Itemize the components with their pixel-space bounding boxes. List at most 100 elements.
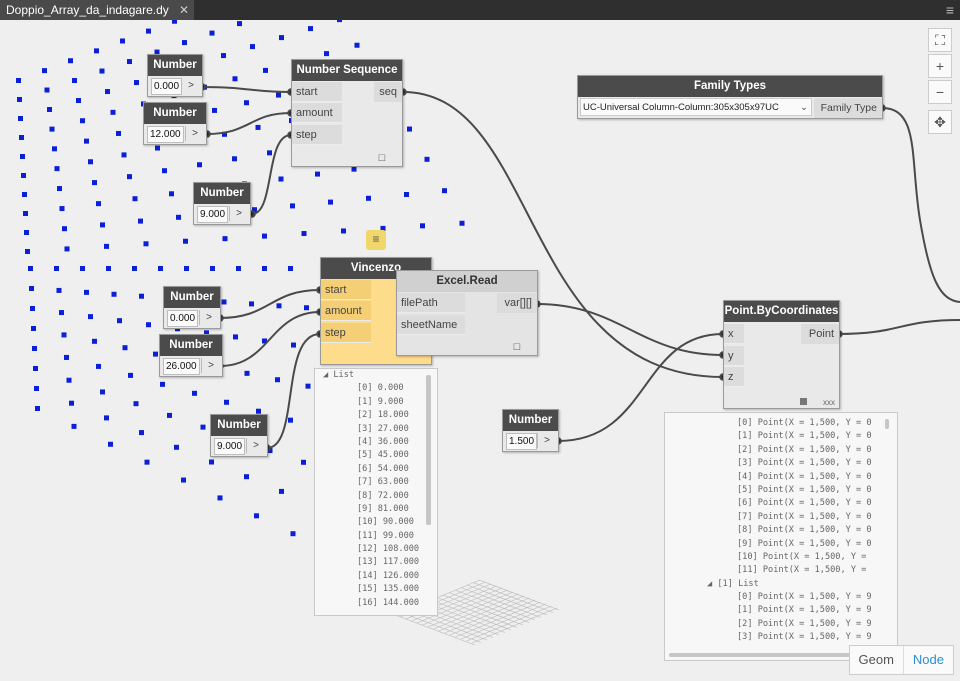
number-output-arrow[interactable]: > (229, 206, 248, 221)
number-input[interactable]: 26.000 (163, 358, 200, 375)
point-dot (59, 206, 65, 212)
point-dot (262, 266, 267, 271)
output-port-var[interactable]: var[][] (497, 293, 537, 313)
node-toggle-button[interactable]: Node (902, 646, 953, 674)
preview-toggle-icon[interactable]: ☐ (377, 153, 386, 163)
collapse-triangle-icon[interactable]: ◢ (323, 370, 329, 380)
node-title: Number (164, 287, 220, 308)
point-dot (66, 377, 72, 383)
node-title: Number (194, 183, 250, 204)
output-port-seq[interactable]: seq (374, 82, 402, 102)
number-input[interactable]: 9.000 (197, 206, 228, 223)
input-port-start[interactable]: start (321, 280, 371, 300)
excel-read-node[interactable]: Excel.Read filePath sheetName var[][] ☐ (396, 270, 538, 356)
preview-toggle-icon[interactable] (800, 398, 807, 405)
number-sequence-node[interactable]: Number Sequence start amount step seq ☐ (291, 59, 403, 167)
output-port-family-type[interactable]: Family Type (814, 98, 882, 118)
point-dot (172, 20, 177, 24)
input-port-z[interactable]: z (724, 367, 744, 387)
number-node-1[interactable]: Number 0.000> (147, 54, 203, 97)
input-port-step[interactable]: step (321, 323, 371, 343)
fit-view-button[interactable]: ⛶ (928, 28, 952, 52)
number-output-arrow[interactable]: > (246, 438, 265, 453)
input-port-amount[interactable]: amount (292, 103, 342, 123)
note-icon[interactable]: ≡ (366, 230, 386, 250)
wire-number5-amount (219, 311, 321, 367)
point-dot (209, 30, 215, 36)
point-preview-panel[interactable]: [0] Point(X = 1,500, Y = 0[1] Point(X = … (664, 412, 898, 661)
number-output-arrow[interactable]: > (537, 433, 556, 448)
list-scrollbar[interactable] (426, 375, 431, 525)
point-dot (212, 107, 217, 113)
zoom-in-button[interactable]: + (928, 54, 952, 78)
point-dot (133, 401, 139, 407)
list-item: [0] 0.000 (357, 383, 404, 394)
input-port-y[interactable]: y (724, 346, 744, 366)
number-input[interactable]: 0.000 (151, 78, 182, 95)
point-dot (305, 383, 311, 389)
graph-canvas[interactable]: ⛶ + − ✥ Number 0.000> Number 12.000> Num… (0, 20, 960, 681)
sublist-header-label: [1] List (717, 578, 759, 589)
node-title: Excel.Read (397, 271, 537, 292)
point-dot (96, 363, 101, 369)
wire-number6-step (266, 333, 321, 449)
input-port-step[interactable]: step (292, 125, 342, 145)
family-types-node[interactable]: Family Types UC-Universal Column-Column:… (577, 75, 883, 119)
point-scrollbar-horizontal[interactable] (669, 653, 875, 657)
point-dot (128, 372, 133, 378)
pan-button[interactable]: ✥ (928, 110, 952, 134)
list-item: [6] 54.000 (357, 463, 409, 474)
input-port-start[interactable]: start (292, 82, 342, 102)
point-dot (108, 441, 113, 447)
number-node-2[interactable]: Number 12.000> (143, 102, 207, 145)
collapse-triangle-icon[interactable]: ◢ (707, 578, 713, 589)
input-port-filepath[interactable]: filePath (397, 293, 465, 313)
number-output-arrow[interactable]: > (185, 126, 204, 141)
number-node-7[interactable]: Number 1.500> (502, 409, 559, 452)
point-dot (105, 89, 110, 95)
file-tab[interactable]: Doppio_Array_da_indagare.dy ✕ (0, 0, 194, 20)
close-tab-icon[interactable]: ✕ (178, 3, 189, 17)
point-dot (144, 459, 150, 465)
list-preview-panel[interactable]: ◢ List [0] 0.000[1] 9.000[2] 18.000[3] 2… (314, 368, 438, 616)
point-dot (31, 326, 36, 331)
wire-number2-amount (206, 112, 292, 135)
point-scrollbar-vertical[interactable] (885, 419, 889, 429)
grid-line (466, 584, 548, 616)
input-port-x[interactable]: x (724, 324, 744, 344)
point-dot (237, 21, 242, 27)
lacing-indicator[interactable]: xxx (823, 398, 835, 407)
menu-icon[interactable]: ≡ (945, 2, 954, 18)
point-by-coordinates-node[interactable]: Point.ByCoordinates x y z Point xxx (723, 300, 840, 409)
geom-toggle-button[interactable]: Geom (858, 652, 894, 667)
family-type-dropdown[interactable]: UC-Universal Column-Column:305x305x97UC … (580, 98, 812, 116)
input-port-sheetname[interactable]: sheetName (397, 315, 465, 335)
point-dot (35, 406, 40, 411)
input-port-amount[interactable]: amount (321, 301, 371, 321)
grid-line (448, 592, 530, 623)
list-item: [4] 36.000 (357, 436, 409, 447)
point-dot (424, 156, 430, 162)
number-node-3[interactable]: Number 9.000> (193, 182, 251, 225)
zoom-out-button[interactable]: − (928, 80, 952, 104)
point-dot (244, 474, 249, 480)
point-dot (92, 338, 97, 344)
preview-toggle-icon[interactable]: ☐ (512, 342, 521, 352)
number-node-4[interactable]: Number 0.000> (163, 286, 221, 329)
point-dot (222, 131, 227, 137)
number-output-arrow[interactable]: > (181, 78, 200, 93)
point-dot (256, 408, 261, 414)
number-input[interactable]: 9.000 (214, 438, 245, 455)
output-port-point[interactable]: Point (801, 324, 839, 344)
point-dot (262, 233, 267, 239)
number-output-arrow[interactable]: > (201, 358, 220, 373)
number-output-arrow[interactable]: > (199, 310, 218, 325)
point-dot (106, 266, 111, 271)
grid-line (460, 603, 547, 640)
dropdown-selected-value: UC-Universal Column-Column:305x305x97UC (583, 102, 779, 113)
number-input[interactable]: 12.000 (147, 126, 184, 143)
number-node-5[interactable]: Number 26.000> (159, 334, 223, 377)
number-input[interactable]: 0.000 (167, 310, 198, 327)
number-input[interactable]: 1.500 (506, 433, 537, 450)
number-node-6[interactable]: Number 9.000> (210, 414, 268, 457)
